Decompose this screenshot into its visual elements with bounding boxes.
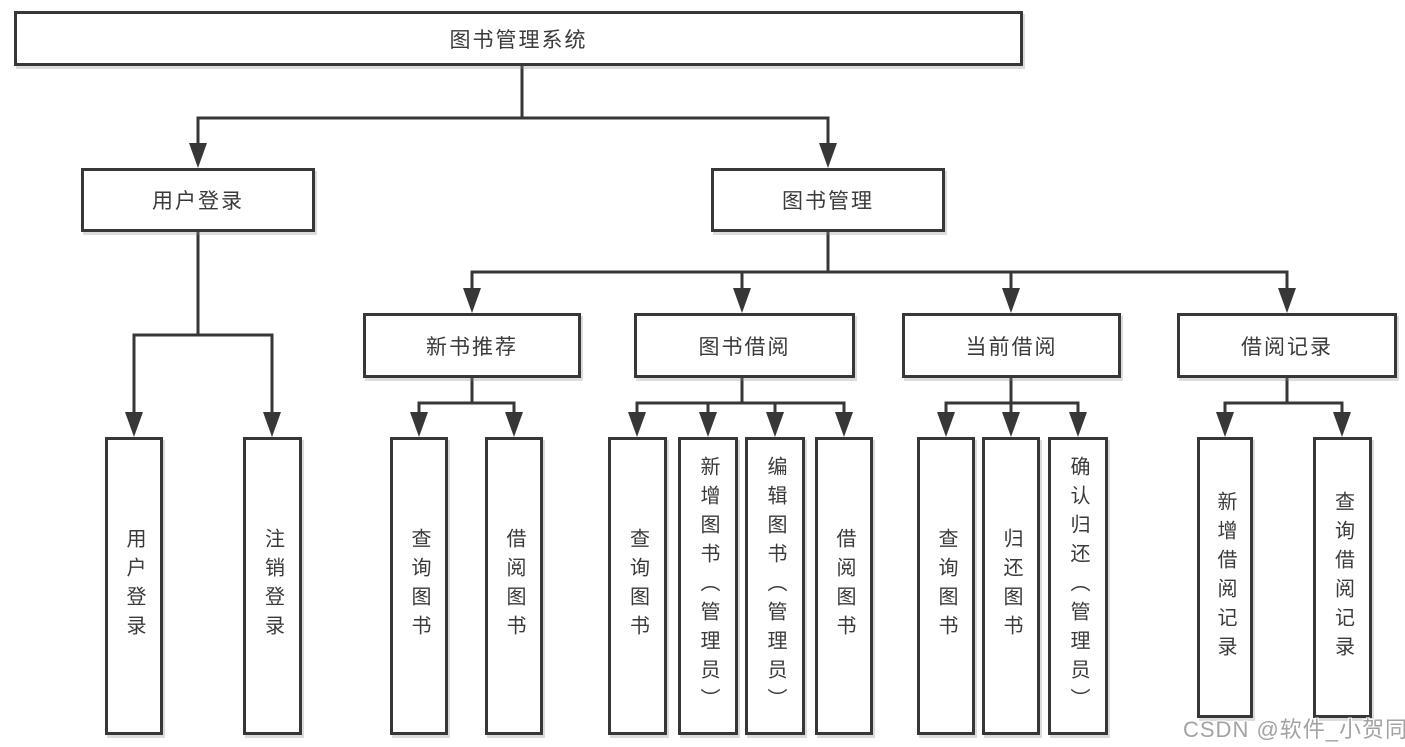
node-bb-edit: 编辑图书（管理员） <box>745 437 805 735</box>
node-label: 借阅记录 <box>1241 335 1333 359</box>
node-bb-borrow: 借阅图书 <box>815 437 873 735</box>
arrowhead-icon <box>189 143 207 168</box>
node-user-login: 用户登录 <box>81 168 315 232</box>
arrowhead-icon <box>125 412 143 437</box>
arrowhead-icon <box>1002 288 1020 313</box>
node-label: 查询借阅记录 <box>1331 490 1354 665</box>
node-root: 图书管理系统 <box>14 11 1023 66</box>
node-bb-query: 查询图书 <box>608 437 667 735</box>
node-bb-add: 新增图书（管理员） <box>678 437 738 735</box>
node-cb-return: 归还图书 <box>982 437 1040 735</box>
node-label: 借阅图书 <box>833 528 855 644</box>
arrowhead-icon <box>835 412 853 437</box>
node-label: 查询图书 <box>935 528 957 644</box>
arrowhead-icon <box>766 412 784 437</box>
node-label: 图书管理系统 <box>449 28 588 52</box>
node-label: 查询图书 <box>626 528 649 644</box>
arrowhead-icon <box>628 412 646 437</box>
node-label: 用户登录 <box>123 528 145 644</box>
node-br-add: 新增借阅记录 <box>1197 437 1253 718</box>
arrowhead-icon <box>1333 412 1351 437</box>
node-logout-leaf: 注销登录 <box>243 437 302 735</box>
node-book-mgmt: 图书管理 <box>711 168 945 232</box>
node-borrow-records: 借阅记录 <box>1177 313 1397 378</box>
node-current-borrow: 当前借阅 <box>902 313 1121 378</box>
node-label: 编辑图书（管理员） <box>764 455 786 717</box>
arrowhead-icon <box>263 412 281 437</box>
watermark: CSDN @软件_小贺同学 <box>1183 717 1405 742</box>
node-label: 新增借阅记录 <box>1214 490 1236 665</box>
node-br-query: 查询借阅记录 <box>1313 437 1372 718</box>
arrowhead-icon <box>1069 412 1087 437</box>
node-label: 当前借阅 <box>965 335 1058 359</box>
node-label: 查询图书 <box>408 528 430 644</box>
arrowhead-icon <box>937 412 955 437</box>
arrowhead-icon <box>819 143 837 168</box>
node-label: 借阅图书 <box>503 528 525 644</box>
node-label: 注销登录 <box>261 528 284 644</box>
node-label: 图书管理 <box>782 190 874 213</box>
arrowhead-icon <box>463 288 481 313</box>
node-cb-confirm: 确认归还（管理员） <box>1048 437 1108 735</box>
arrowhead-icon <box>1216 412 1234 437</box>
node-label: 用户登录 <box>152 190 244 213</box>
node-label: 新书推荐 <box>426 335 518 359</box>
node-label: 确认归还（管理员） <box>1067 455 1089 717</box>
node-nb-query: 查询图书 <box>390 437 448 735</box>
node-label: 归还图书 <box>1000 528 1022 644</box>
node-new-book: 新书推荐 <box>363 313 581 378</box>
node-label: 新增图书（管理员） <box>697 455 719 717</box>
node-book-borrow: 图书借阅 <box>634 313 855 378</box>
arrowhead-icon <box>505 412 523 437</box>
node-nb-borrow: 借阅图书 <box>485 437 543 735</box>
node-label: 图书借阅 <box>698 335 791 359</box>
node-cb-query: 查询图书 <box>917 437 975 735</box>
arrowhead-icon <box>1002 412 1020 437</box>
node-login-leaf: 用户登录 <box>105 437 163 735</box>
arrowhead-icon <box>1278 288 1296 313</box>
arrowhead-icon <box>699 412 717 437</box>
arrowhead-icon <box>410 412 428 437</box>
arrowhead-icon <box>733 288 751 313</box>
